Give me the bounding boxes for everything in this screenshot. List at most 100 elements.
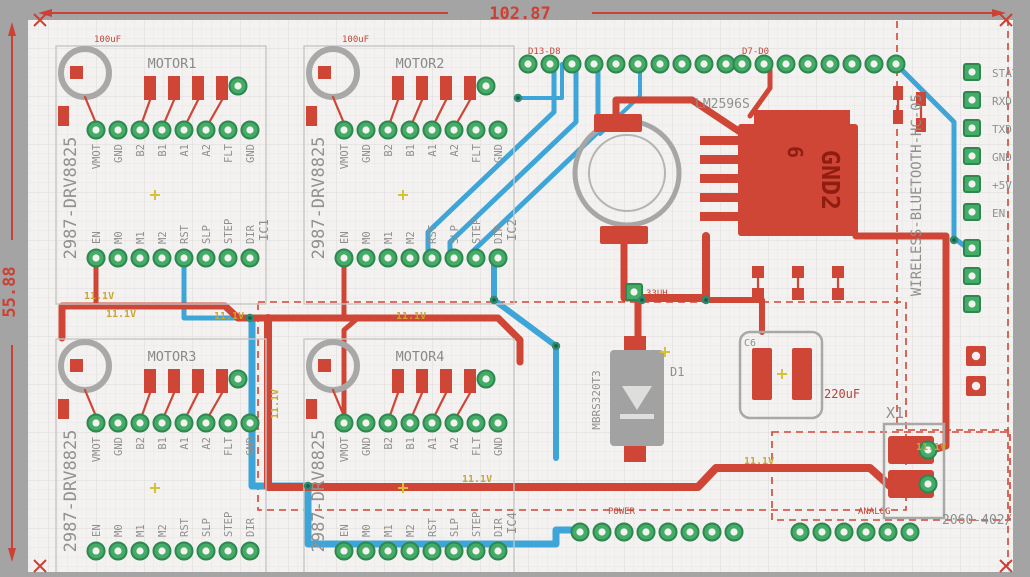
dashed-outline-region[interactable] — [257, 301, 907, 511]
trace-blue-signal[interactable] — [181, 255, 253, 321]
pad[interactable] — [963, 295, 981, 313]
header-label: ANALOG — [858, 507, 891, 517]
driver-module-3[interactable]: MOTOR3 2987-DRV8825 VMOT GND B2 B1 A1 A2… — [55, 338, 267, 577]
diode-pad[interactable] — [624, 446, 646, 462]
pad[interactable] — [963, 63, 981, 81]
pad[interactable] — [306, 106, 317, 126]
pad[interactable] — [918, 474, 938, 494]
regulator-tab[interactable] — [754, 110, 850, 126]
cap-pad[interactable] — [792, 348, 812, 400]
dashed-outline-bluetooth[interactable] — [896, 9, 1009, 431]
via[interactable] — [303, 481, 313, 491]
pad[interactable] — [963, 239, 981, 257]
driver-module-4[interactable]: MOTOR4 2987-DRV8825 VMOT GND B2 B1 A1 A2… — [303, 338, 519, 577]
via[interactable] — [513, 93, 523, 103]
cap-pad[interactable] — [318, 359, 331, 372]
trace-red-power[interactable] — [852, 232, 950, 455]
trace-red-thin[interactable] — [83, 388, 224, 423]
trace-red-thin[interactable] — [331, 388, 472, 423]
pin-label: M0 — [361, 524, 373, 537]
header-power[interactable]: POWER — [572, 507, 743, 541]
pad[interactable] — [58, 106, 69, 126]
net-label-voltage: 11.1V — [84, 291, 114, 302]
regulator-pin[interactable] — [700, 174, 740, 183]
regulator-body[interactable] — [738, 124, 858, 236]
header-analog[interactable]: ANALOG — [792, 507, 919, 541]
via[interactable] — [489, 295, 499, 305]
pad[interactable] — [476, 76, 496, 96]
diode-d1[interactable]: D1 MBRS320T3 — [590, 336, 684, 462]
driver-module-2[interactable]: 100uF MOTOR2 2987-DRV8825 VMOT GND B2 B1… — [303, 35, 519, 305]
pin-label: RST — [179, 224, 191, 244]
cap-pad[interactable] — [70, 359, 83, 372]
pad[interactable] — [58, 399, 69, 419]
regulator-pin[interactable] — [700, 212, 740, 221]
header-digital-left[interactable]: D13-D8 — [520, 47, 735, 73]
cap-pad[interactable] — [752, 348, 772, 400]
regulator-pin[interactable] — [700, 193, 740, 202]
via[interactable] — [949, 235, 959, 245]
via[interactable] — [701, 295, 711, 305]
pad[interactable] — [963, 267, 981, 285]
trace-blue-signal[interactable] — [425, 61, 557, 259]
pad[interactable] — [963, 203, 981, 221]
trace-red-thin[interactable] — [83, 95, 224, 130]
connector-x1[interactable]: X1 2060-402/9 — [882, 404, 1020, 528]
resistor-pads-topright[interactable] — [893, 86, 926, 132]
resistor-pads[interactable] — [752, 266, 844, 300]
driver-module-1[interactable]: 100uF MOTOR1 2987-DRV8825 VMOT GND B2 B1… — [55, 35, 271, 305]
trace-blue-signal[interactable] — [491, 255, 559, 461]
pad[interactable] — [476, 369, 496, 389]
dimension-height[interactable]: 55.88 — [0, 22, 20, 562]
trace-red-power[interactable] — [612, 96, 744, 136]
pad[interactable] — [306, 399, 317, 419]
diode-pad[interactable] — [624, 336, 646, 352]
trace-red-power[interactable] — [747, 61, 773, 119]
cap-pad[interactable] — [318, 66, 331, 79]
trace-red-thin[interactable] — [331, 95, 472, 130]
capacitor-c6[interactable]: C6 220uF — [738, 330, 860, 420]
pad[interactable] — [963, 119, 981, 137]
pin-label: A1 — [427, 144, 439, 157]
trace-red-power[interactable] — [341, 315, 361, 426]
motor-pads[interactable] — [144, 76, 228, 100]
frame-right — [1013, 0, 1030, 577]
motor-pads[interactable] — [392, 76, 476, 100]
inductor-pad[interactable] — [600, 226, 648, 244]
via[interactable] — [637, 295, 647, 305]
pin-label: DIR — [245, 224, 257, 244]
pad[interactable] — [228, 76, 248, 96]
net-label-voltage: 11.1V — [916, 442, 946, 453]
frame-top — [0, 0, 1030, 20]
trace-blue-bus[interactable] — [248, 314, 582, 548]
pin-label: B1 — [405, 437, 417, 450]
trace-blue-signal[interactable] — [516, 62, 564, 100]
via[interactable] — [551, 341, 561, 351]
dimension-width[interactable]: 102.87 — [38, 4, 1006, 24]
trace-red-power-bus[interactable] — [58, 302, 524, 366]
trace-blue-signal[interactable] — [447, 61, 579, 259]
inductor-pad[interactable] — [594, 114, 642, 132]
dashed-outline-connector[interactable] — [771, 431, 1011, 521]
motor-pads[interactable] — [392, 369, 476, 393]
via[interactable] — [245, 313, 255, 323]
header-label: POWER — [608, 507, 636, 517]
pad[interactable] — [963, 175, 981, 193]
pin-label: GND — [113, 144, 125, 163]
pin-label: SLP — [449, 518, 461, 537]
cap-pad[interactable] — [70, 66, 83, 79]
pad[interactable] — [963, 91, 981, 109]
bluetooth-module[interactable]: WIRELESS-BLUETOOTH-HC-05 STATE RXD TXD G… — [909, 63, 1025, 396]
regulator-pin[interactable] — [700, 136, 740, 145]
header-digital-right[interactable]: D7-D0 — [734, 47, 905, 73]
pad[interactable] — [963, 147, 981, 165]
pin-label: RST — [179, 517, 191, 537]
motor-pads[interactable] — [144, 369, 228, 393]
regulator-lm2596[interactable]: LM2596S 6 GND2 — [695, 97, 858, 236]
inductor[interactable]: 33UH — [572, 114, 682, 301]
pin-label: A2 — [449, 144, 461, 157]
pin-label: M2 — [157, 231, 169, 244]
pad-hole — [971, 381, 981, 391]
regulator-pin[interactable] — [700, 155, 740, 164]
pad[interactable] — [228, 369, 248, 389]
